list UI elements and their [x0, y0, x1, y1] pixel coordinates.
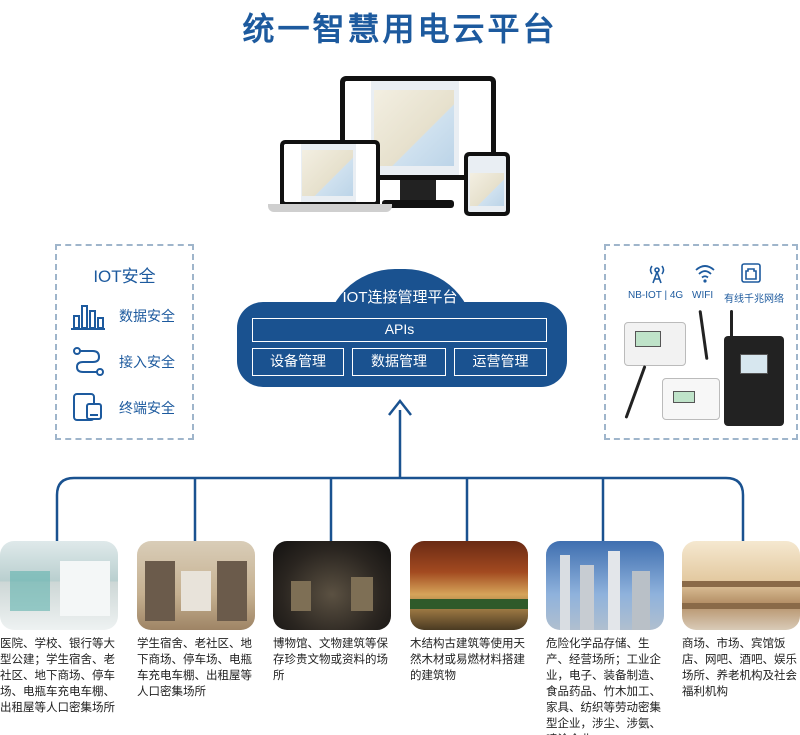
network-label: NB-IOT | 4G [628, 290, 684, 301]
iot-platform [237, 302, 567, 387]
tablet [464, 152, 510, 216]
scenario-caption: 博物馆、文物建筑等保存珍贵文物或资料的场所 [273, 638, 388, 682]
dormitory-photo [137, 541, 255, 630]
scenario-caption: 学生宿舍、老社区、地下商场、停车场、电瓶车充电车棚、出租屋等人口密集场所 [137, 638, 252, 698]
scenario-caption: 危险化学品存储、生产、经营场所；工业企业，电子、装备制造、食品药品、竹木加工、家… [546, 638, 661, 735]
laptop [280, 140, 380, 206]
hardware-panel: NB-IOT | 4G WIFI 有线千兆网络 [604, 244, 798, 440]
device-management-module: 设备管理 [252, 348, 344, 376]
platform-title: IOT连接管理平台 [342, 289, 458, 306]
ethernet-icon [741, 263, 761, 283]
chemical-plant-photo [546, 541, 664, 630]
scenario-card: 危险化学品存储、生产、经营场所；工业企业，电子、装备制造、食品药品、竹木加工、家… [546, 541, 664, 735]
hospital-photo [0, 541, 118, 630]
page-title: 统一智慧用电云平台 [242, 11, 558, 47]
security-item-label: 数据安全 [119, 308, 175, 324]
power-meter [624, 322, 686, 366]
scenario-card: 学生宿舍、老社区、地下商场、停车场、电瓶车充电车棚、出租屋等人口密集场所 [137, 541, 255, 700]
control-cabinet [724, 336, 784, 426]
museum-photo [273, 541, 391, 630]
terminal-security-item: 终端安全 [71, 392, 189, 422]
apis-bar: APIs [252, 318, 547, 342]
scenario-caption: 木结构古建筑等使用天然木材或易燃材料搭建的建筑物 [410, 638, 525, 682]
operation-management-module: 运营管理 [454, 348, 547, 376]
scenario-card: 木结构古建筑等使用天然木材或易燃材料搭建的建筑物 [410, 541, 528, 684]
iot-security-panel: IOT安全 数据安全 接入安全 终端安全 [55, 244, 194, 440]
network-label: WIFI [692, 290, 714, 301]
network-label: 有线千兆网络 [724, 294, 784, 305]
security-item-label: 接入安全 [119, 354, 175, 370]
data-security-item: 数据安全 [71, 300, 189, 330]
access-security-item: 接入安全 [71, 346, 189, 376]
devices-icon [73, 393, 102, 421]
wifi-icon [695, 265, 715, 283]
ancient-building-photo [410, 541, 528, 630]
devices-illustration [260, 68, 520, 218]
scenario-caption: 商场、市场、宾馆饭店、网吧、酒吧、娱乐场所、养老机构及社会福利机构 [682, 638, 797, 698]
antenna-icon [649, 265, 665, 284]
scenario-card: 医院、学校、银行等大型公建；学生宿舍、老社区、地下商场、停车场、电瓶车充电车棚、… [0, 541, 118, 716]
security-item-label: 终端安全 [119, 400, 175, 416]
scenario-caption: 医院、学校、银行等大型公建；学生宿舍、老社区、地下商场、停车场、电瓶车充电车棚、… [0, 638, 115, 714]
security-title: IOT安全 [93, 267, 156, 286]
scenario-card: 博物馆、文物建筑等保存珍贵文物或资料的场所 [273, 541, 391, 684]
scenario-card: 商场、市场、宾馆饭店、网吧、酒吧、娱乐场所、养老机构及社会福利机构 [682, 541, 800, 700]
bar-chart-icon [71, 305, 105, 330]
mall-photo [682, 541, 800, 630]
energy-meter [662, 378, 720, 420]
route-icon [73, 347, 104, 376]
data-management-module: 数据管理 [352, 348, 446, 376]
